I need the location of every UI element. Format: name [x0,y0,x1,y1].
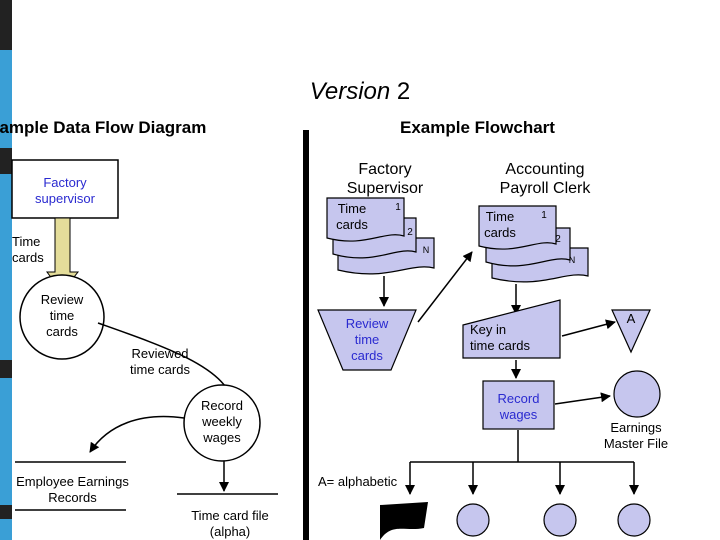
output-disk-2 [543,503,577,537]
col1-title: Factory Supervisor [346,161,424,197]
record-wages-process [482,380,555,430]
column-divider [303,130,309,540]
record-process-circle [183,384,261,462]
review-op-label: Review time cards [345,316,389,363]
to-master-file-arrow [554,392,611,405]
col2-doc-num-2: 2 [555,234,561,245]
earnings-master-label: Earnings Master File [603,420,669,451]
offline-file-letter: A [626,311,636,326]
offline-file-triangle [611,309,651,354]
legend-label: A= alphabetic [318,474,398,489]
employee-records-label: Employee Earnings Records [16,474,129,505]
dfd-header: xample Data Flow Diagram [0,118,207,137]
time-cards-flow-label: Time cards [12,234,44,265]
earnings-master-disk [613,370,661,418]
reviewed-flow-label: Reviewed time cards [130,346,190,377]
factory-supervisor-label: Factory supervisor [35,175,95,206]
review-process-label: Review time cards [40,292,84,339]
to-clerk-arrow [417,251,473,323]
keyin-label: Key in time cards [470,322,530,353]
col1-document-stack [326,197,435,275]
col2-title: Accounting Payroll Clerk [499,161,591,197]
col1-doc-label: Time cards [336,201,368,232]
review-process-circle [19,274,105,360]
col1-doc-num-2: 2 [407,227,413,238]
output-disk-3 [617,503,651,537]
to-employee-records-arrow [89,415,185,453]
output-disk-1 [456,503,490,537]
col2-document-stack [478,205,589,283]
review-manual-op [317,309,417,371]
to-offline-file-arrow [561,319,616,337]
page-title: Version 2 [309,78,411,105]
col2-doc-label: Time cards [484,209,516,240]
side-decoration [0,0,12,540]
record-process-label: Record weekly wages [201,398,243,445]
col1-doc-num-n: N [422,245,430,255]
col1-doc-num-1: 1 [395,202,401,213]
flowchart-header: Example Flowchart [400,118,555,137]
output-document [380,502,428,540]
keyin-manual-input [462,299,561,359]
col2-doc-num-n: N [568,255,576,265]
record-wages-label: Record wages [497,391,540,422]
factory-supervisor-entity [11,159,119,219]
timecard-file-label: Time card file (alpha) [191,508,269,539]
col2-doc-num-1: 1 [541,210,547,221]
